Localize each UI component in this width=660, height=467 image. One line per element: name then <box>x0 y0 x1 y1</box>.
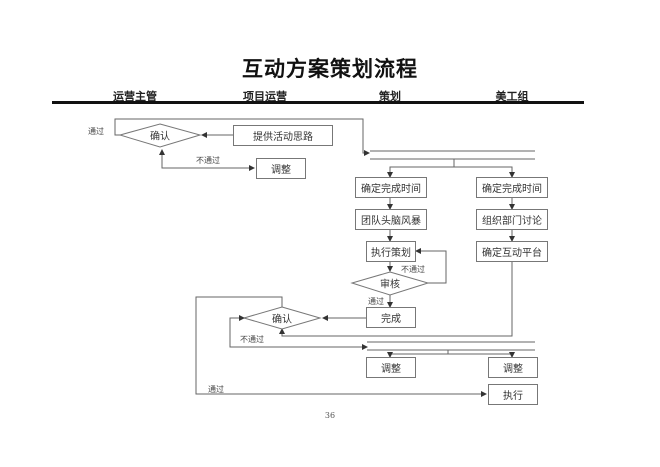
edge-label-pass-2: 通过 <box>208 385 224 394</box>
node-confirm-platform: 确定互动平台 <box>476 241 548 262</box>
edge-platform-to-confirm <box>279 262 513 337</box>
lane-header-planning: 策划 <box>379 90 401 103</box>
node-confirm-1: 确认 <box>150 131 170 143</box>
header-rule <box>52 101 584 104</box>
edge-split2-right <box>448 352 515 358</box>
node-adjust-design: 调整 <box>488 357 538 378</box>
lane-header-ops-manager: 运营主管 <box>113 90 157 103</box>
edge-fail-review <box>415 248 447 284</box>
node-adjust-1: 调整 <box>256 158 306 179</box>
edge-pass-2 <box>195 296 487 397</box>
edge-label-pass-review: 通过 <box>368 297 384 306</box>
node-design-time: 确定完成时间 <box>476 177 548 198</box>
node-review: 审核 <box>380 279 400 291</box>
decision-diamond-1 <box>118 123 202 148</box>
edge-label-fail-1: 不通过 <box>196 156 220 165</box>
node-plan-time: 确定完成时间 <box>355 177 427 198</box>
node-dept-discuss: 组织部门讨论 <box>476 209 548 230</box>
page-number: 36 <box>324 411 336 420</box>
node-execute: 执行 <box>488 384 538 405</box>
edge-label-fail-review: 不通过 <box>401 265 425 274</box>
edge-pass-1 <box>114 118 370 156</box>
node-adjust-plan: 调整 <box>366 357 416 378</box>
node-execute-plan: 执行策划 <box>366 241 416 262</box>
lane-header-project-ops: 项目运营 <box>243 90 287 103</box>
edge-label-fail-2: 不通过 <box>240 335 264 344</box>
page-title: 互动方案策划流程 <box>242 56 418 81</box>
node-provide-ideas: 提供活动思路 <box>233 125 333 146</box>
edge-split-right <box>454 166 515 178</box>
node-brainstorm: 团队头脑风暴 <box>355 209 427 230</box>
edge-label-pass-1: 通过 <box>88 127 104 136</box>
edge-split-left <box>387 166 454 178</box>
node-confirm-2: 确认 <box>272 314 292 326</box>
node-complete: 完成 <box>366 307 416 328</box>
edge-split2-left <box>387 352 448 358</box>
decision-diamond-2 <box>242 306 322 330</box>
lane-header-design-team: 美工组 <box>495 90 529 103</box>
